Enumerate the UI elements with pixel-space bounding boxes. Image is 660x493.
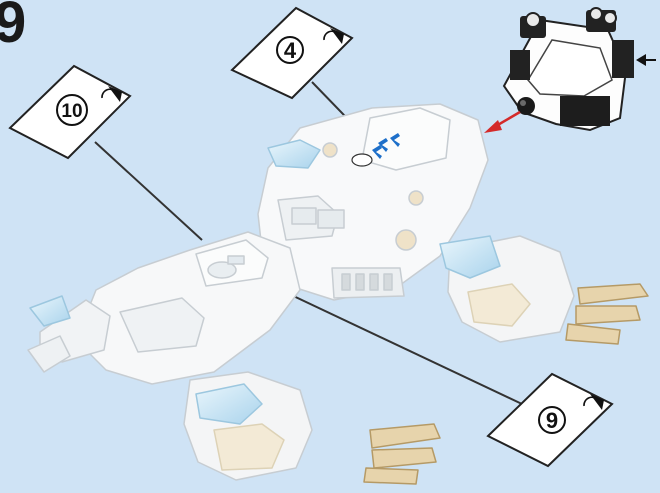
new-piece <box>504 8 634 130</box>
callout-label-10: 10 <box>61 101 82 122</box>
callout-card-10: 10 <box>10 66 130 158</box>
callout-label-9: 9 <box>546 408 558 433</box>
callout-label-4: 4 <box>284 38 297 63</box>
arrow-left-icon <box>636 54 656 66</box>
callout-card-9: 9 <box>488 374 612 466</box>
callout-card-4: 4 <box>232 8 352 98</box>
callout-line-10 <box>95 142 202 240</box>
red-arrow-icon <box>484 112 520 133</box>
